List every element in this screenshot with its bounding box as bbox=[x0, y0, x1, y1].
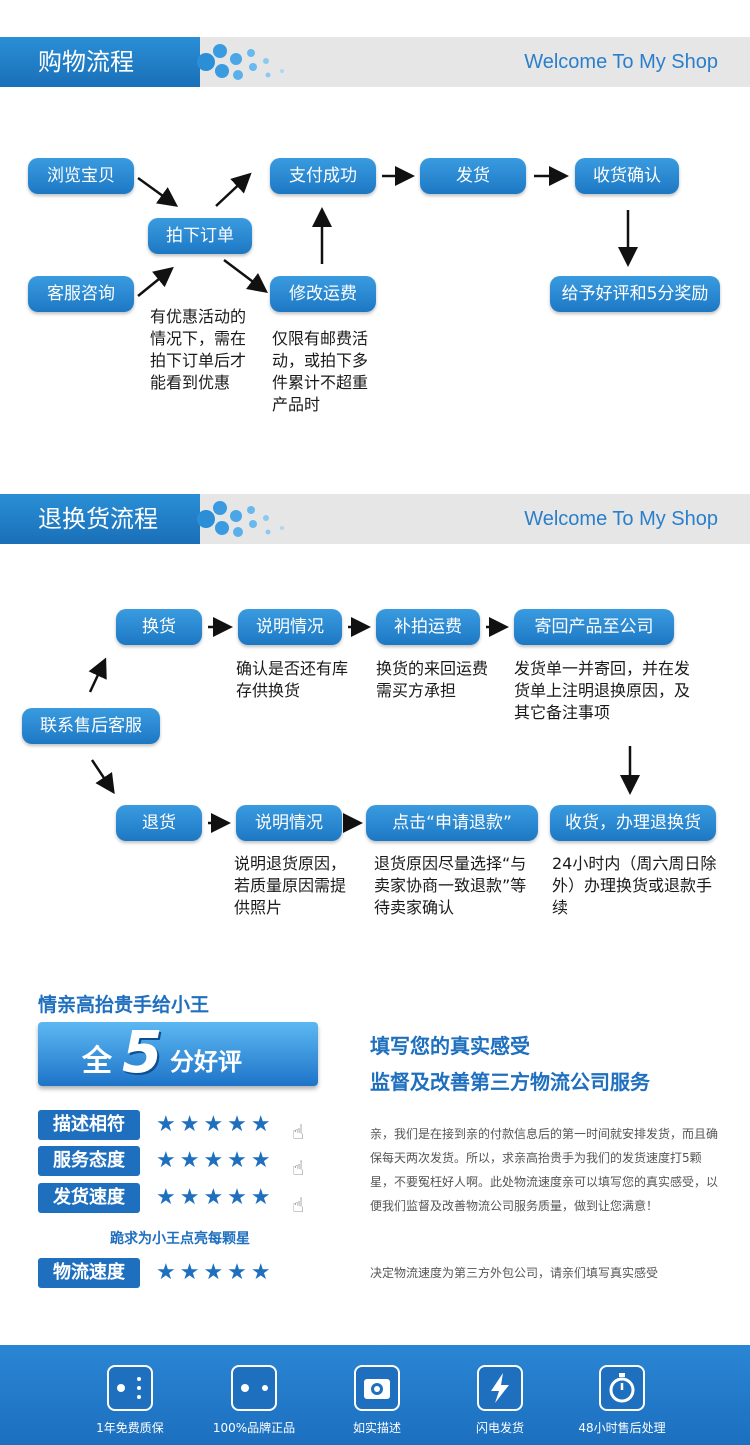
stars-logistics[interactable]: ★★★★★ bbox=[156, 1260, 275, 1285]
feature-genuine: 100%品牌正品 bbox=[194, 1345, 314, 1436]
node-review: 给予好评和5分奖励 bbox=[550, 276, 720, 312]
section-header-shopping: 购物流程 Welcome To My Shop bbox=[0, 37, 750, 87]
note-negotiate: 退货原因尽量选择“与卖家协商一致退款”等待卖家确认 bbox=[374, 854, 527, 917]
footer-features: 1年免费质保 100%品牌正品 如实描述 闪电发货 48小时售后处理 bbox=[0, 1345, 750, 1445]
note-reason: 说明退货原因，若质量原因需提供照片 bbox=[234, 854, 347, 917]
node-apply: 点击“申请退款” bbox=[366, 805, 538, 841]
arrow bbox=[215, 172, 252, 207]
dots-decoration-icon bbox=[197, 44, 284, 80]
hand-cursor-icon: ☝ bbox=[292, 1120, 305, 1144]
arrow bbox=[223, 259, 268, 293]
feature-fast-shipping: 闪电发货 bbox=[440, 1345, 560, 1436]
note-discount: 有优惠活动的情况下，需在拍下订单后才能看到优惠 bbox=[150, 307, 247, 392]
node-browse: 浏览宝贝 bbox=[28, 158, 134, 194]
section-title: 退换货流程 bbox=[0, 494, 200, 544]
stars-description[interactable]: ★★★★★ bbox=[156, 1112, 275, 1137]
stars-service[interactable]: ★★★★★ bbox=[156, 1148, 275, 1173]
label-description: 描述相符 bbox=[38, 1110, 140, 1140]
five-star-banner: 全 5 分好评 bbox=[38, 1018, 318, 1086]
note-postage: 仅限有邮费活动，或拍下多件累计不超重产品时 bbox=[272, 329, 369, 414]
stopwatch-icon bbox=[599, 1365, 645, 1411]
node-exchange: 换货 bbox=[116, 609, 202, 645]
label-logistics: 物流速度 bbox=[38, 1258, 140, 1288]
note-sendback: 发货单一并寄回，并在发货单上注明退换原因，及其它备注事项 bbox=[514, 659, 691, 722]
label-service: 服务态度 bbox=[38, 1146, 140, 1176]
heading-feeling: 填写您的真实感受 bbox=[370, 1034, 530, 1058]
node-handle: 收货，办理退换货 bbox=[550, 805, 716, 841]
feature-aftersale: 48小时售后处理 bbox=[562, 1345, 682, 1436]
node-order: 拍下订单 bbox=[148, 218, 252, 254]
dice-two-icon bbox=[231, 1365, 277, 1411]
feature-description: 如实描述 bbox=[317, 1345, 437, 1436]
dice-icon bbox=[107, 1365, 153, 1411]
node-explain2: 说明情况 bbox=[236, 805, 342, 841]
node-sendback: 寄回产品至公司 bbox=[514, 609, 674, 645]
feature-label: 闪电发货 bbox=[475, 1421, 524, 1435]
node-ship: 发货 bbox=[420, 158, 526, 194]
arrow bbox=[137, 176, 179, 207]
node-contact: 联系售后客服 bbox=[22, 708, 160, 744]
feature-label: 如实描述 bbox=[352, 1421, 401, 1435]
label-shipping: 发货速度 bbox=[38, 1183, 140, 1213]
arrow bbox=[137, 266, 174, 297]
node-receive: 收货确认 bbox=[575, 158, 679, 194]
paragraph-logistics: 决定物流速度为第三方外包公司，请亲们填写真实感受 bbox=[370, 1266, 659, 1280]
feature-label: 100%品牌正品 bbox=[212, 1421, 296, 1435]
paragraph-shipping: 亲，我们是在接到亲的付款信息后的第一时间就安排发货，而且确保每天两次发货。所以，… bbox=[370, 1127, 719, 1213]
hand-cursor-icon: ☝ bbox=[292, 1156, 305, 1180]
heading-supervise: 监督及改善第三方物流公司服务 bbox=[370, 1070, 650, 1094]
banner-text-b: 分好评 bbox=[170, 1048, 242, 1076]
feature-warranty: 1年免费质保 bbox=[70, 1345, 190, 1436]
hint-text: 跪求为小王点亮每颗星 bbox=[110, 1231, 250, 1247]
arrow bbox=[90, 759, 115, 795]
node-modify: 修改运费 bbox=[270, 276, 376, 312]
node-explain1: 说明情况 bbox=[238, 609, 342, 645]
section-header-return: 退换货流程 Welcome To My Shop bbox=[0, 494, 750, 544]
rating-title: 情亲高抬贵手给小王 bbox=[38, 994, 210, 1016]
camera-icon bbox=[354, 1365, 400, 1411]
feature-label: 1年免费质保 bbox=[96, 1421, 164, 1435]
lightning-icon bbox=[477, 1365, 523, 1411]
node-refund: 退货 bbox=[116, 805, 202, 841]
arrow bbox=[88, 657, 107, 693]
section-title: 购物流程 bbox=[0, 37, 200, 87]
note-within24: 24小时内（周六周日除外）办理换货或退款手续 bbox=[552, 854, 717, 917]
node-pay: 支付成功 bbox=[270, 158, 376, 194]
stars-shipping[interactable]: ★★★★★ bbox=[156, 1185, 275, 1210]
note-buyer-pays: 换货的来回运费需买方承担 bbox=[376, 659, 489, 700]
feature-label: 48小时售后处理 bbox=[578, 1421, 666, 1435]
banner-text-a: 全 bbox=[82, 1044, 112, 1079]
node-service: 客服咨询 bbox=[28, 276, 134, 312]
note-stock: 确认是否还有库存供换货 bbox=[236, 659, 349, 700]
node-postage: 补拍运费 bbox=[376, 609, 480, 645]
dots-decoration-icon bbox=[197, 501, 284, 537]
welcome-text: Welcome To My Shop bbox=[524, 51, 718, 73]
hand-cursor-icon: ☝ bbox=[292, 1193, 305, 1217]
banner-number: 5 bbox=[122, 1018, 163, 1086]
welcome-text: Welcome To My Shop bbox=[524, 508, 718, 530]
